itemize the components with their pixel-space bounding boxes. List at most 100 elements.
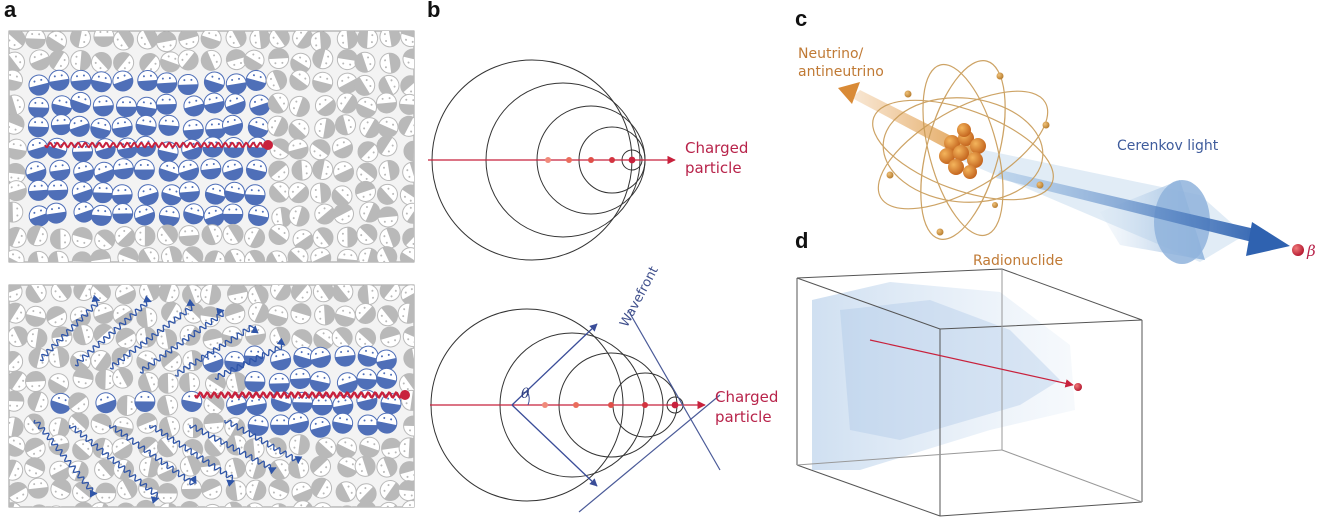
water-molecule <box>112 158 134 180</box>
photon-squiggle <box>214 337 286 381</box>
water-molecule <box>332 137 354 159</box>
water-molecule <box>309 346 331 368</box>
photon-squiggle <box>139 307 225 374</box>
water-molecule <box>70 69 92 91</box>
photon-squiggle <box>68 424 160 504</box>
water-molecule <box>309 139 331 161</box>
wavefront-label: Wavefront <box>617 264 662 330</box>
cone-arrow-up <box>511 323 598 406</box>
water-molecule <box>24 457 46 479</box>
water-molecule <box>398 480 414 502</box>
photon-squiggle <box>174 324 259 377</box>
water-molecule <box>337 456 359 478</box>
water-molecule <box>336 505 358 507</box>
water-molecule <box>268 48 290 70</box>
water-molecule <box>156 482 178 504</box>
water-molecule <box>93 303 115 325</box>
water-molecule <box>355 483 377 505</box>
water-molecule <box>336 226 358 248</box>
water-molecule <box>376 456 398 478</box>
emission-point <box>609 157 615 163</box>
water-molecule <box>28 96 50 118</box>
water-molecule <box>183 95 205 117</box>
photon-squiggle <box>33 419 98 498</box>
water-molecule <box>27 137 49 159</box>
water-molecule <box>177 74 199 96</box>
water-molecule <box>356 368 378 390</box>
water-molecule <box>45 202 67 224</box>
water-molecule <box>376 412 398 434</box>
charged-particle-label-top-2: particle <box>685 159 742 177</box>
water-molecule <box>244 184 266 206</box>
photon-squiggle <box>39 294 101 362</box>
water-molecule <box>113 52 135 74</box>
water-molecule <box>95 392 117 414</box>
neutrino-label-1: Neutrino/ <box>798 46 864 62</box>
water-molecule <box>244 227 266 249</box>
particle-path-d <box>869 339 1074 388</box>
water-molecule <box>378 501 400 507</box>
water-molecule <box>356 96 378 118</box>
water-molecule <box>377 206 399 228</box>
water-molecule <box>9 459 24 481</box>
cerenkov-glow-cloud <box>812 282 1075 470</box>
water-molecule <box>155 93 177 115</box>
water-molecule <box>356 223 378 245</box>
water-molecule <box>111 438 133 460</box>
water-molecule <box>158 160 180 182</box>
water-molecule <box>201 478 223 500</box>
water-molecule <box>112 70 134 92</box>
water-molecule <box>72 439 94 461</box>
photon-squiggle <box>224 419 303 465</box>
water-molecule <box>400 31 414 48</box>
photon-squiggle <box>109 298 196 370</box>
water-molecule <box>288 182 310 204</box>
water-molecule <box>399 247 414 262</box>
water-molecule <box>48 50 70 72</box>
radionuclide-label: Radionuclide <box>973 253 1063 269</box>
water-molecule <box>336 49 358 71</box>
panel-label-d: d <box>795 228 809 253</box>
water-molecule <box>313 328 335 350</box>
water-molecule <box>355 327 377 349</box>
water-molecule <box>182 417 204 439</box>
photon-squiggle <box>189 424 277 475</box>
water-molecule <box>200 31 222 50</box>
water-molecule <box>199 306 221 328</box>
water-molecule <box>156 328 178 350</box>
water-molecule <box>268 31 290 49</box>
water-molecule <box>204 435 226 457</box>
water-molecule <box>357 141 379 163</box>
water-molecule <box>90 350 112 372</box>
water-molecule <box>290 285 312 303</box>
water-molecule <box>9 390 25 412</box>
water-molecule <box>26 327 48 349</box>
box-edge <box>796 464 941 517</box>
water-molecule <box>114 285 136 305</box>
emission-point <box>608 402 614 408</box>
neutrino-arrow-head <box>838 82 860 104</box>
water-molecule <box>334 345 356 367</box>
water-molecule <box>72 481 94 503</box>
water-molecule <box>157 502 179 507</box>
water-molecule <box>27 477 49 499</box>
water-molecule <box>95 482 117 504</box>
water-molecule <box>314 117 336 139</box>
water-molecule <box>288 205 310 227</box>
water-molecule <box>312 48 334 70</box>
water-molecule <box>157 372 179 394</box>
photon-squiggle <box>109 424 197 486</box>
water-molecule <box>46 306 68 328</box>
nucleon <box>963 165 977 179</box>
water-molecule <box>136 31 158 50</box>
water-molecule <box>116 394 138 416</box>
water-molecule <box>376 183 398 205</box>
water-molecule <box>50 114 72 136</box>
water-molecule <box>24 437 46 459</box>
water-molecule <box>111 116 133 138</box>
water-molecule <box>288 457 310 479</box>
water-molecule <box>201 224 223 246</box>
water-molecule <box>50 228 72 250</box>
nucleon <box>970 138 986 154</box>
water-molecule <box>379 31 401 48</box>
